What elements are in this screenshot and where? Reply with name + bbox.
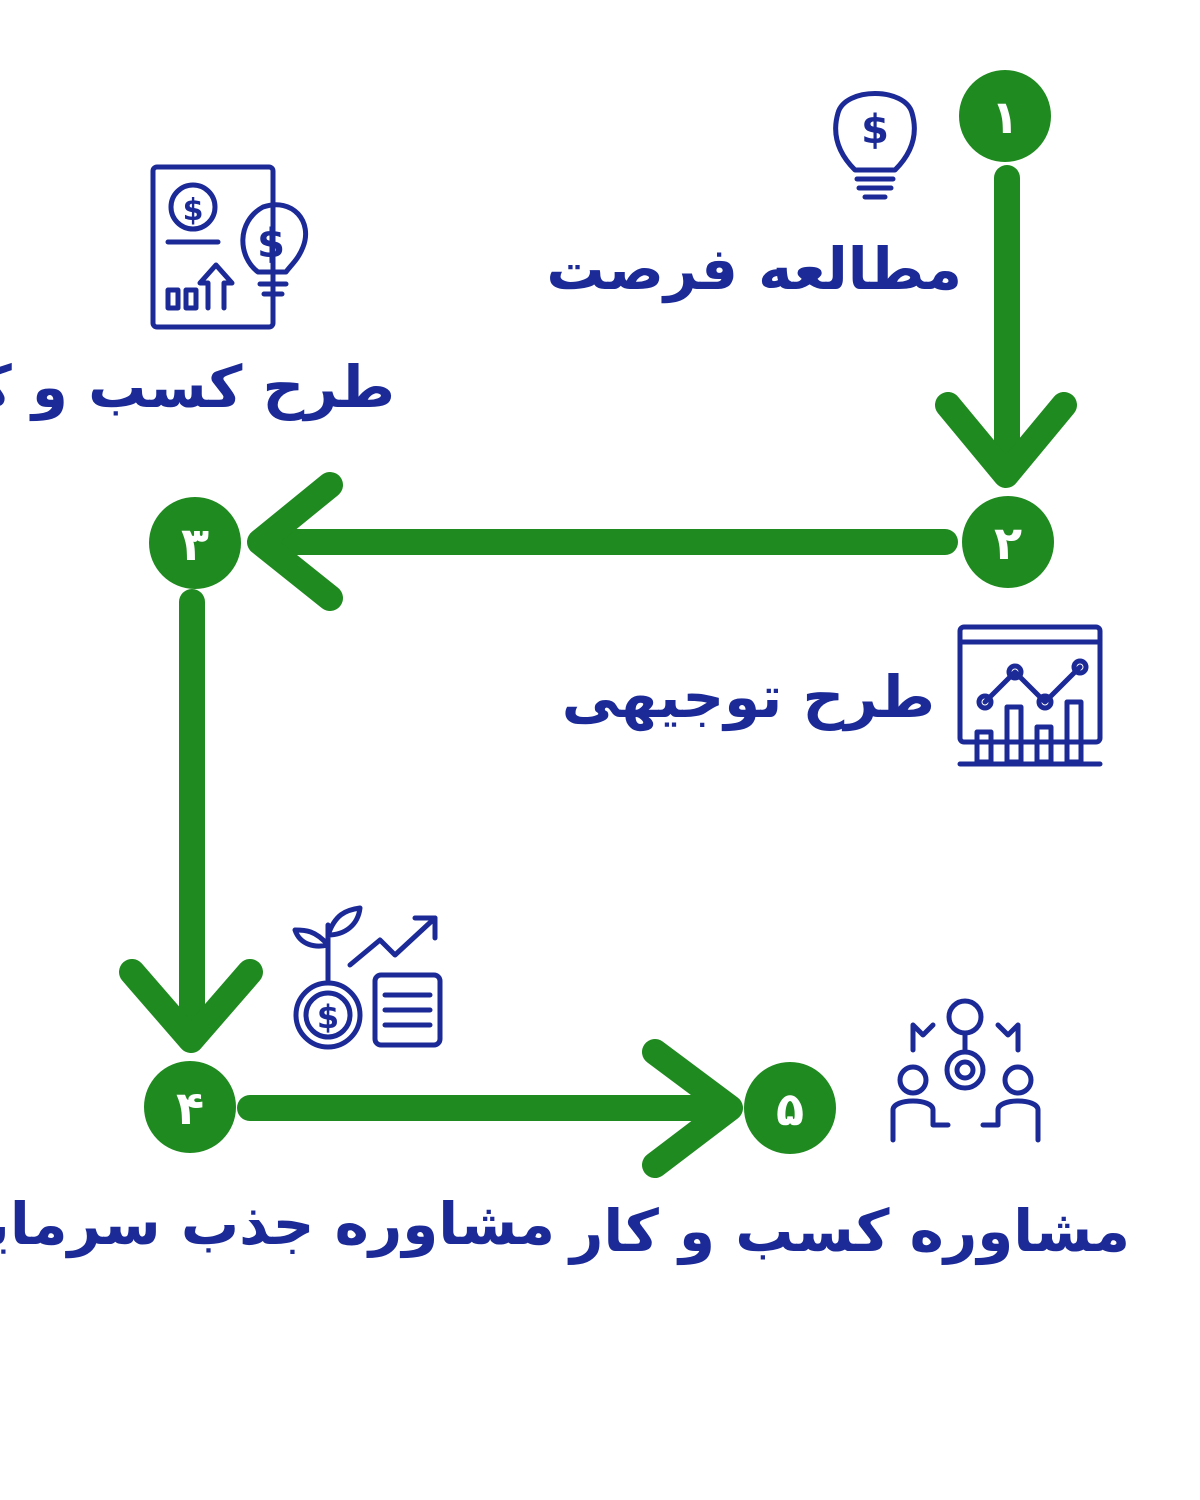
step-label-1: مطالعه فرصت [546,235,962,303]
arrow-2-to-3 [247,472,958,611]
step-label-5: مشاوره کسب و کار [569,1197,1130,1265]
investment-growth-icon: $ [292,905,443,1050]
step-number-1: ۱ [991,90,1019,144]
step-number-3: ۳ [181,517,209,571]
arrow-3-to-4 [119,589,263,1053]
step-label-2: طرح توجیهی [561,663,935,731]
step-circle-4: ۴ [144,1061,236,1153]
svg-text:$: $ [317,998,339,1036]
step-number-5: ۵ [776,1082,804,1136]
arrow-4-to-5 [237,1039,743,1178]
consulting-team-icon [890,998,1041,1143]
step-circle-5: ۵ [744,1062,836,1154]
svg-text:$: $ [861,107,889,153]
step-circle-1: ۱ [959,70,1051,162]
step-number-4: ۴ [176,1081,204,1135]
analytics-dashboard-icon [957,624,1103,767]
arrow-1-to-2 [935,165,1077,488]
step-number-2: ۲ [994,516,1022,570]
lightbulb-dollar-icon: $ [833,91,917,200]
svg-text:$: $ [183,193,204,228]
step-label-4: مشاوره جذب سرمایه [0,1190,555,1258]
business-plan-document-icon: $ $ [150,164,309,330]
step-label-3: طرح کسب و کار [0,353,395,421]
step-circle-2: ۲ [962,496,1054,588]
step-circle-3: ۳ [149,497,241,589]
svg-text:$: $ [257,221,285,267]
